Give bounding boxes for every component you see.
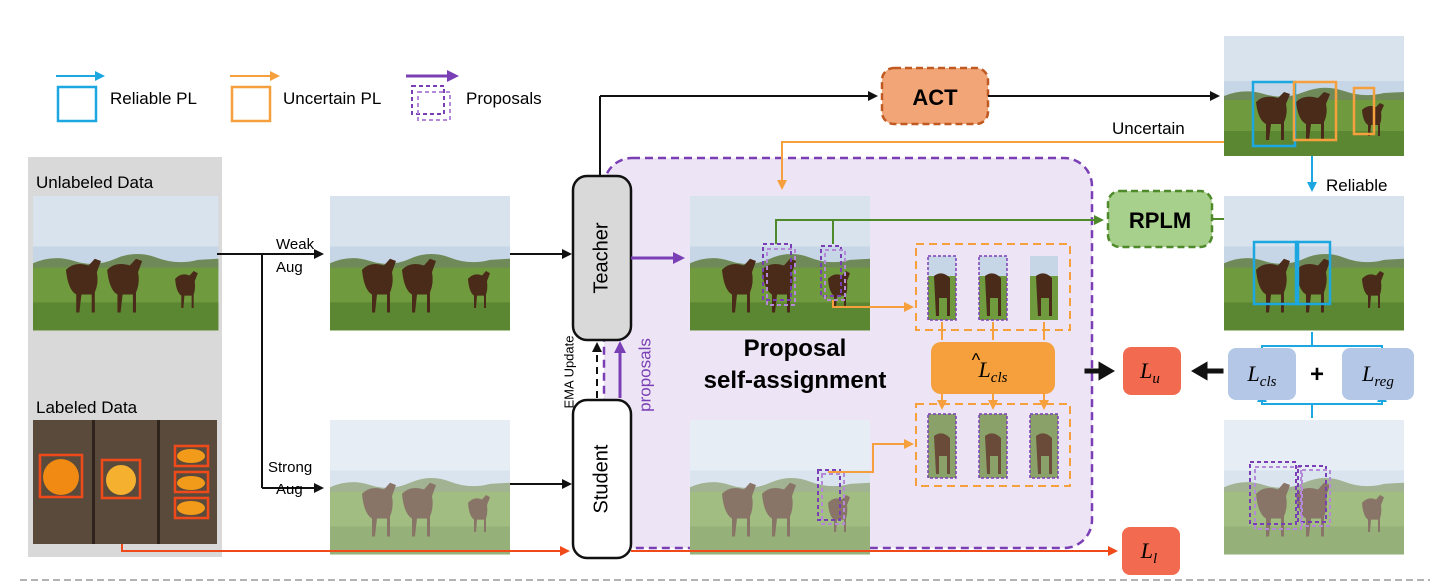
lreg-box: [1342, 348, 1414, 400]
hat-mark: ^: [972, 350, 981, 370]
proposals-vertical-label: proposals: [635, 338, 654, 412]
student-proposal-box-2: [821, 473, 845, 525]
student-model: [571, 398, 633, 560]
ema-update-label: EMA Update: [561, 336, 576, 409]
ll-label: Ll: [1140, 538, 1157, 567]
act-output-image: [1224, 36, 1404, 156]
teacher-to-rplm-arrow-1: [775, 215, 1104, 244]
lu-box: [1123, 347, 1181, 395]
psa-to-lu-arrow: [1084, 361, 1115, 381]
act-label: ACT: [912, 85, 958, 110]
plus-sign: +: [1310, 361, 1324, 388]
student-to-crops-arrow: [828, 439, 914, 473]
output-proposal-box-1: [1249, 461, 1297, 525]
teacher-proposal-box-3: [820, 245, 842, 297]
labeled-image: [33, 420, 217, 544]
rplm-label: RPLM: [1129, 208, 1191, 233]
legend-proposal-box-2: [417, 91, 451, 121]
strong-aug-image: [330, 420, 510, 554]
psa-title-line1: Proposal: [744, 335, 847, 362]
weak-aug-image: [330, 196, 510, 331]
legend: Reliable PL Uncertain PL Proposals: [56, 70, 542, 123]
legend-proposals-label: Proposals: [466, 89, 542, 108]
reliable-output-image: [1224, 196, 1404, 331]
labeled-to-student-arrow: [121, 544, 570, 556]
student-label: Student: [590, 444, 612, 513]
legend-reliable-label: Reliable PL: [110, 89, 197, 108]
strong-aug-label-bottom: Aug: [276, 481, 303, 498]
legend-proposal-box-1: [411, 85, 445, 115]
teacher-label: Teacher: [590, 222, 612, 293]
lreg-label: Lreg: [1361, 361, 1394, 390]
teacher-crops: [927, 255, 1058, 321]
labeled-data-title: Labeled Data: [36, 398, 138, 417]
student-proposal-box-1: [817, 469, 841, 521]
weak-aug-label-top: Weak: [276, 236, 315, 253]
lcls-hat-label: Lcls: [978, 357, 1008, 386]
uncertain-flow-arrow: [777, 141, 1224, 190]
output-proposal-box-4: [1301, 469, 1331, 527]
legend-uncertain-label: Uncertain PL: [283, 89, 381, 108]
teacher-to-crops-arrow: [832, 300, 914, 312]
uncertain-flow-label: Uncertain: [1112, 119, 1185, 138]
reliable-box-2: [1294, 240, 1332, 306]
output-proposal-box-3: [1297, 465, 1327, 523]
reliable-flow-label: Reliable: [1326, 176, 1387, 195]
act-uncertain-box-1: [1292, 80, 1338, 142]
student-crops: [927, 413, 1059, 479]
student-crops-frame: [915, 403, 1071, 487]
lcls-hat-box: [931, 342, 1055, 394]
lcls-label: Lcls: [1247, 361, 1277, 390]
strong-aug-label-top: Strong: [268, 459, 312, 476]
reliable-box-1: [1252, 240, 1300, 306]
teacher-proposal-box-2: [766, 248, 796, 306]
act-uncertain-box-2: [1352, 86, 1376, 136]
sup-to-lu-arrow: [1191, 361, 1224, 381]
legend-reliable-box: [56, 85, 98, 123]
teacher-proposal-image: [690, 196, 870, 331]
lcls-box: [1228, 348, 1296, 400]
unlabeled-image: [33, 196, 219, 331]
weak-aug-label-bottom: Aug: [276, 259, 303, 276]
teacher-proposal-box-4: [824, 249, 846, 301]
legend-uncertain-box: [230, 85, 272, 123]
ll-box: [1122, 527, 1180, 575]
psa-title-line2: self-assignment: [704, 367, 887, 394]
unlabeled-data-title: Unlabeled Data: [36, 173, 154, 192]
lu-label: Lu: [1139, 358, 1160, 387]
